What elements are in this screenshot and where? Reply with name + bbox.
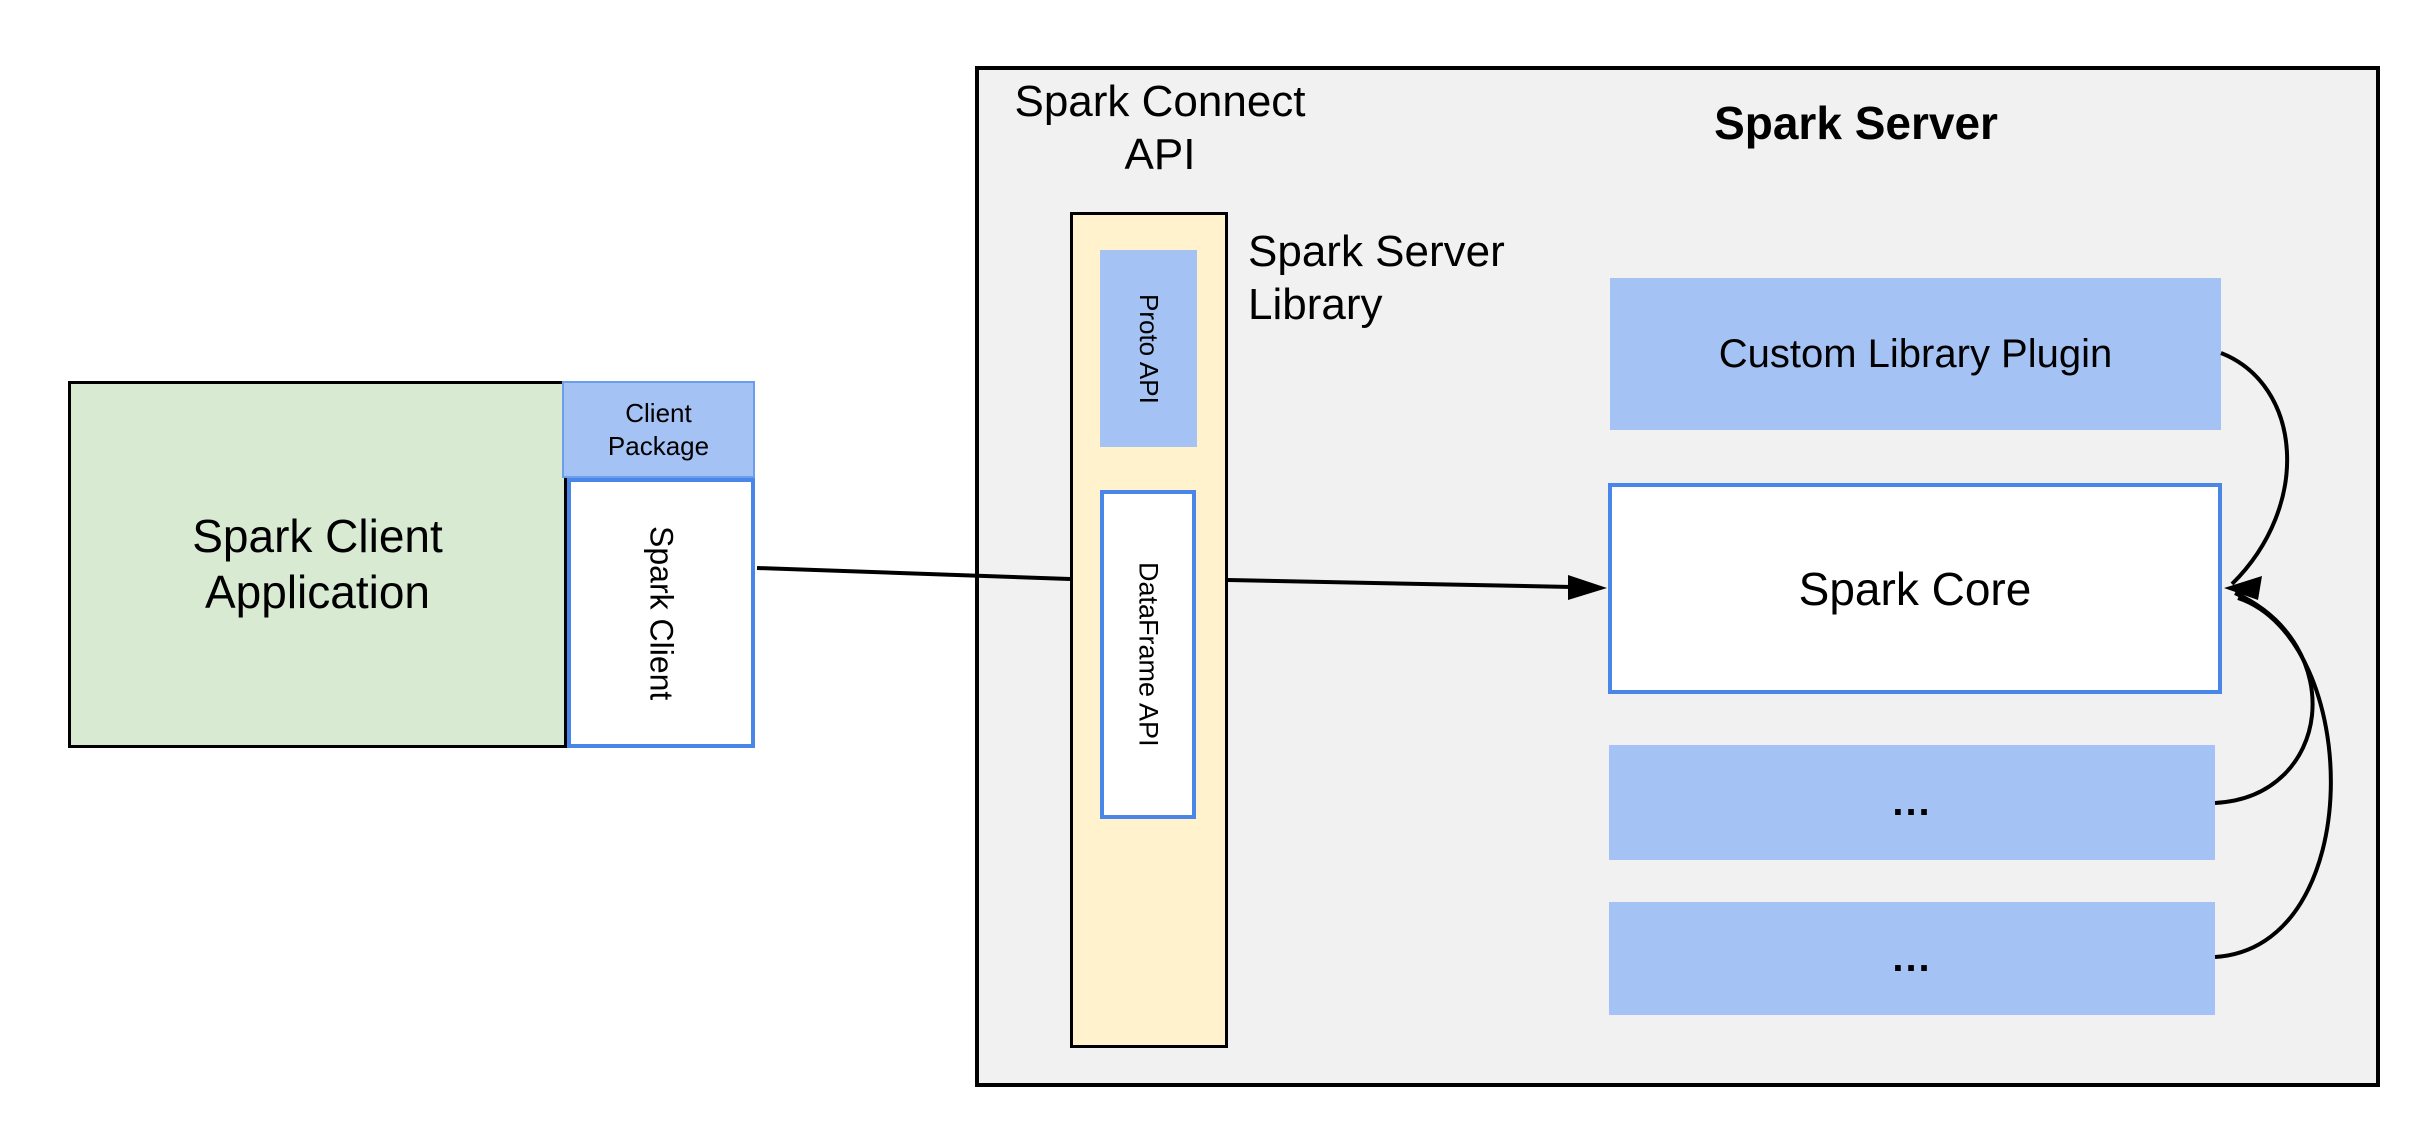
spark-connect-api-text: Spark Connect API: [1014, 77, 1306, 179]
spark-server-library-text: Spark Server Library: [1248, 227, 1505, 329]
ellipsis-2-label: ...: [1892, 936, 1932, 980]
spark-server-library-label: Spark Server Library: [1248, 226, 1568, 332]
spark-server-title: Spark Server: [1656, 96, 2056, 151]
spark-client-box: Spark Client: [567, 478, 755, 748]
dataframe-api-label: DataFrame API: [1133, 562, 1164, 747]
spark-core-box: Spark Core: [1608, 483, 2222, 694]
spark-server-title-text: Spark Server: [1714, 97, 1998, 149]
dataframe-api-box: DataFrame API: [1100, 490, 1196, 819]
spark-connect-api-label: Spark Connect API: [980, 76, 1340, 182]
ellipsis-box-1: ...: [1609, 745, 2215, 860]
spark-client-label: Spark Client: [643, 525, 680, 701]
proto-api-label: Proto API: [1134, 293, 1164, 404]
client-package-box: Client Package: [562, 381, 755, 478]
ellipsis-box-2: ...: [1609, 902, 2215, 1015]
client-package-label: Client Package: [607, 398, 710, 461]
custom-library-plugin-box: Custom Library Plugin: [1610, 278, 2221, 430]
custom-library-plugin-label: Custom Library Plugin: [1718, 331, 2113, 376]
ellipsis-1-label: ...: [1892, 780, 1932, 824]
spark-client-application-label: Spark Client Application: [192, 510, 443, 618]
spark-client-application-box: Spark Client Application: [68, 381, 567, 748]
spark-core-label: Spark Core: [1798, 562, 2032, 615]
proto-api-box: Proto API: [1100, 250, 1197, 447]
